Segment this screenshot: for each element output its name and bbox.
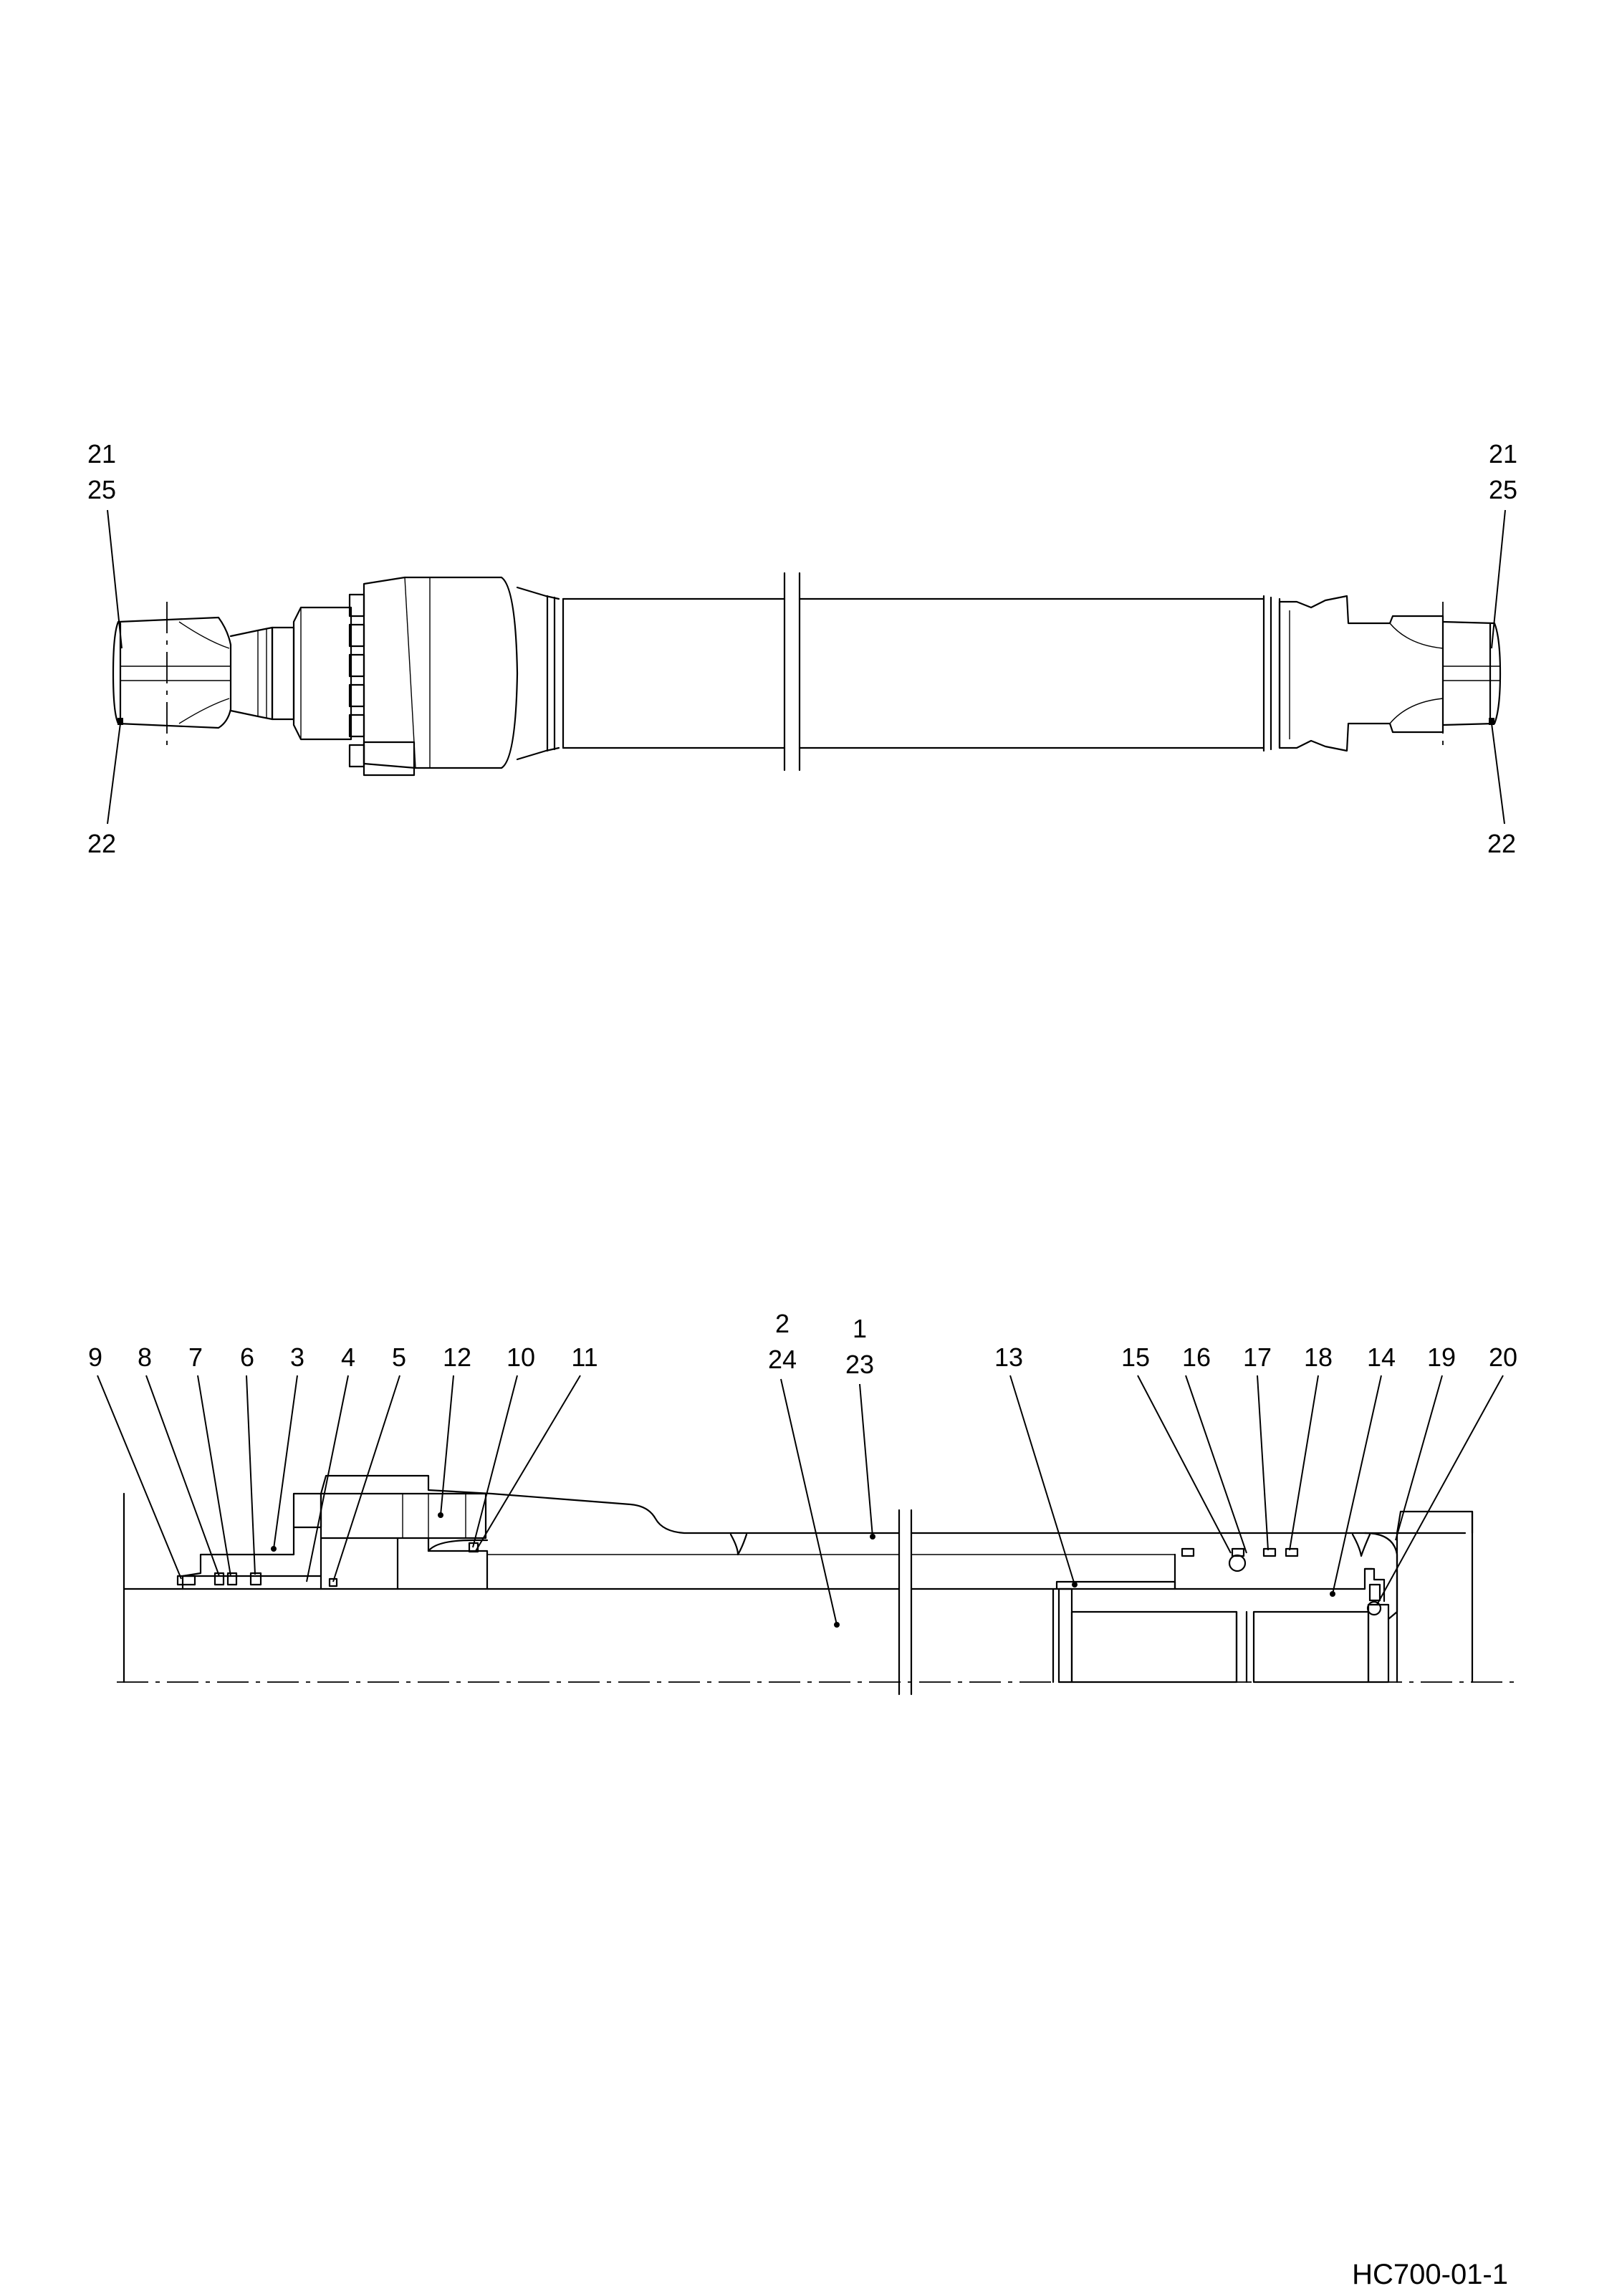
callout-21-top-right: 21	[1489, 439, 1517, 469]
callout-3: 3	[290, 1342, 304, 1372]
callout-21-top-left: 21	[87, 439, 116, 469]
callout-25-top-left: 25	[87, 475, 116, 504]
callout-2: 2	[775, 1309, 790, 1338]
drawing-code: HC700-01-1	[1352, 2259, 1508, 2290]
callout-4: 4	[341, 1342, 355, 1372]
callout-18: 18	[1304, 1342, 1333, 1372]
callout-15: 15	[1121, 1342, 1150, 1372]
callout-12: 12	[443, 1342, 471, 1372]
cylinder-section-view: 9 8 7 6 3 4 5 12 10 11 2 24 1 23 13 15 1…	[88, 1309, 1517, 1696]
callout-20: 20	[1489, 1342, 1517, 1372]
callout-22-bottom-right: 22	[1487, 829, 1516, 858]
callout-11: 11	[571, 1342, 598, 1372]
callout-17: 17	[1243, 1342, 1272, 1372]
callout-7: 7	[188, 1342, 203, 1372]
callout-1: 1	[853, 1314, 867, 1343]
callout-6: 6	[240, 1342, 254, 1372]
callout-22-bottom-left: 22	[87, 829, 116, 858]
callout-24: 24	[768, 1345, 797, 1374]
callout-8: 8	[138, 1342, 152, 1372]
callout-14: 14	[1367, 1342, 1396, 1372]
callout-5: 5	[392, 1342, 406, 1372]
callout-23: 23	[845, 1350, 874, 1379]
callout-9: 9	[88, 1342, 102, 1372]
cylinder-exterior-view: 21 25 22 21 25 22	[87, 439, 1517, 858]
callout-13: 13	[994, 1342, 1023, 1372]
callout-25-top-right: 25	[1489, 475, 1517, 504]
callout-10: 10	[507, 1342, 535, 1372]
callout-16: 16	[1182, 1342, 1211, 1372]
callout-19: 19	[1427, 1342, 1456, 1372]
